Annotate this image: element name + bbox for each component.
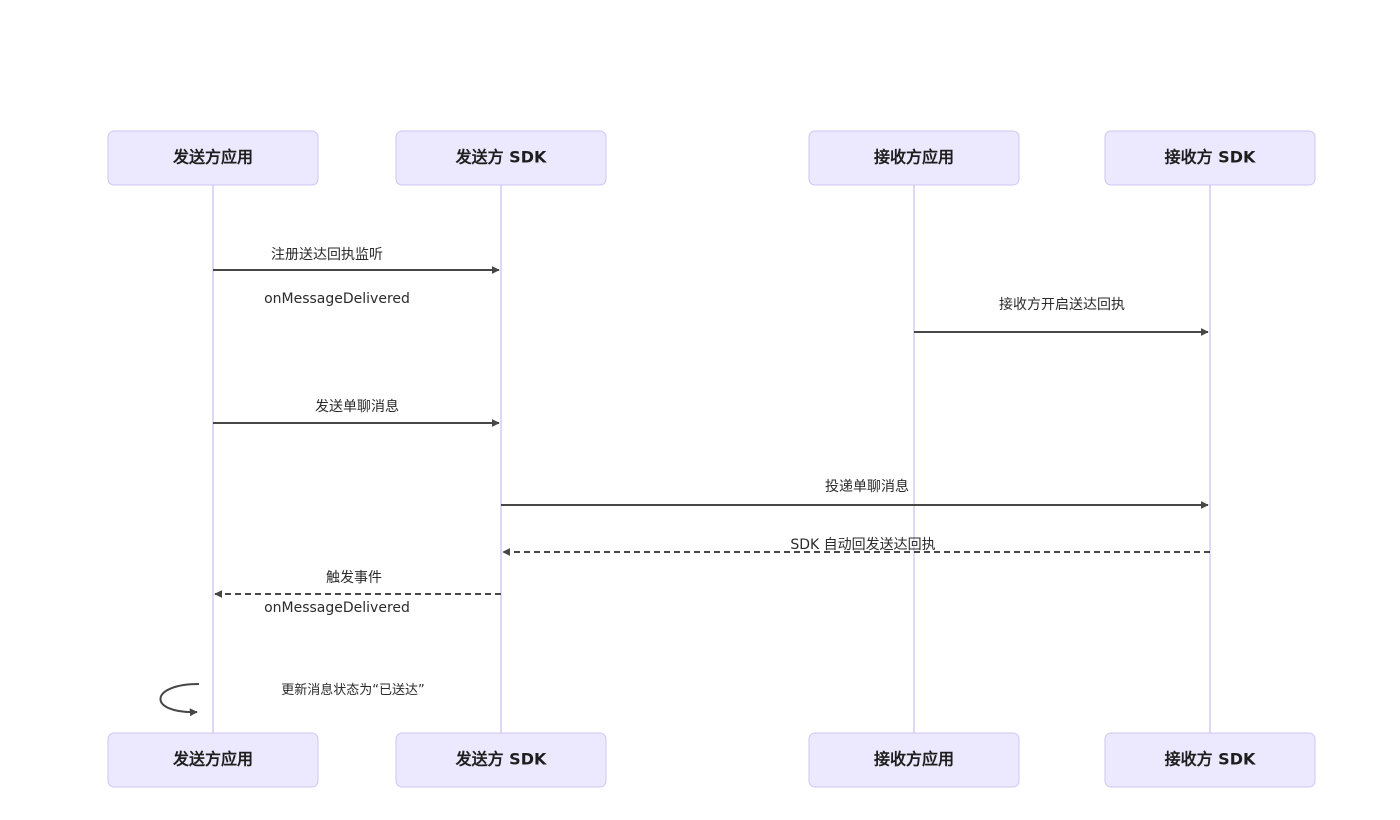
message-deliver-direct: 投递单聊消息 <box>501 478 1209 509</box>
actor-label: 接收方应用 <box>874 750 954 769</box>
message-register-listener: 注册送达回执监听 onMessageDelivered <box>213 247 500 307</box>
actor-bottom-receiver-app: 接收方应用 <box>808 732 1020 788</box>
message-self-update-status: 更新消息状态为“已送达” <box>159 682 425 717</box>
actor-label: 接收方应用 <box>874 148 954 167</box>
message-label: 接收方开启送达回执 <box>999 296 1125 313</box>
actor-label: 发送方应用 <box>172 750 253 769</box>
message-label: SDK 自动回发送达回执 <box>790 537 935 553</box>
actor-top-sender-sdk: 发送方 SDK <box>395 130 607 186</box>
message-enable-receipt: 接收方开启送达回执 <box>914 296 1209 336</box>
message-label: 触发事件 <box>326 570 382 586</box>
actor-bottom-sender-app: 发送方应用 <box>107 732 319 788</box>
actor-label: 接收方 SDK <box>1165 148 1256 167</box>
message-label: 注册送达回执监听 <box>271 247 383 263</box>
message-sublabel: onMessageDelivered <box>264 291 410 307</box>
message-trigger-event: 触发事件 onMessageDelivered <box>214 570 501 616</box>
actor-label: 发送方 SDK <box>455 148 547 167</box>
actor-top-receiver-sdk: 接收方 SDK <box>1104 130 1316 186</box>
self-loop-arrow <box>159 683 200 717</box>
message-label: 投递单聊消息 <box>825 478 909 495</box>
message-label: 更新消息状态为“已送达” <box>281 682 424 698</box>
message-auto-receipt: SDK 自动回发送达回执 <box>502 537 1210 556</box>
actor-top-sender-app: 发送方应用 <box>107 130 319 186</box>
actor-bottom-sender-sdk: 发送方 SDK <box>395 732 607 788</box>
actor-bottom-receiver-sdk: 接收方 SDK <box>1104 732 1316 788</box>
actor-label: 接收方 SDK <box>1165 750 1256 769</box>
actor-label: 发送方 SDK <box>455 750 547 769</box>
message-label: 发送单聊消息 <box>315 398 399 415</box>
message-sublabel: onMessageDelivered <box>264 600 410 616</box>
actor-label: 发送方应用 <box>172 148 253 167</box>
actor-top-receiver-app: 接收方应用 <box>808 130 1020 186</box>
message-send-direct: 发送单聊消息 <box>213 398 500 427</box>
